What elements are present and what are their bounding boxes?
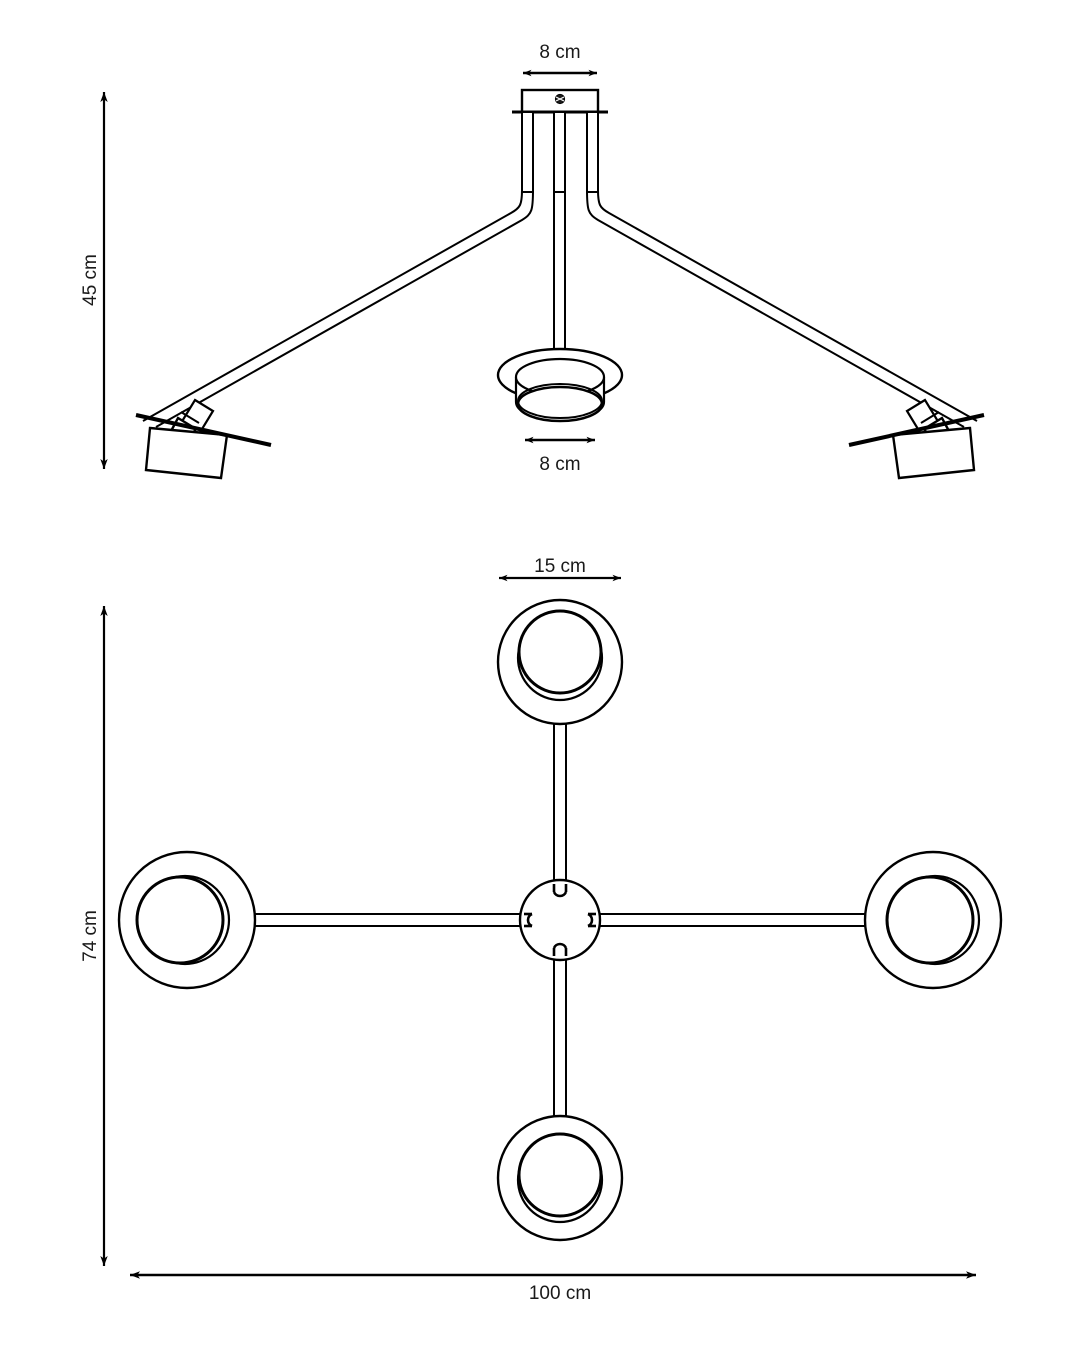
dimension-label-shade-diameter-top: 15 cm bbox=[534, 556, 586, 577]
plan-lamp-bottom bbox=[496, 1114, 624, 1242]
dimension-overall-depth: 74 cm bbox=[80, 606, 108, 1266]
elevation-view: 8 cm 45 cm bbox=[80, 42, 985, 480]
lamp-top-inner-ring bbox=[517, 609, 603, 695]
dimension-canopy-width: 8 cm bbox=[523, 42, 597, 77]
dimension-label-overall-height: 45 cm bbox=[80, 254, 101, 306]
canopy-plate bbox=[512, 88, 608, 114]
dimension-label-overall-width: 100 cm bbox=[529, 1283, 591, 1304]
lamp-shade-right bbox=[891, 426, 976, 480]
light-plane-left bbox=[135, 413, 272, 447]
arm-left-collar-line bbox=[180, 411, 200, 424]
arm-right-inner-edge bbox=[586, 189, 965, 428]
arm-left-inner-edge bbox=[155, 189, 534, 428]
plan-lamp-right bbox=[863, 850, 1003, 990]
center-shade-rim-outer bbox=[516, 385, 604, 423]
dimension-label-shade-diameter-side: 8 cm bbox=[539, 454, 580, 475]
canopy-screw-slot bbox=[555, 96, 565, 102]
light-plane-right bbox=[848, 413, 985, 447]
lamp-bottom-inner-ring bbox=[517, 1132, 603, 1218]
arm-left-outer-edge bbox=[142, 189, 523, 422]
plan-view: 15 cm 74 cm 100 cm bbox=[80, 556, 1003, 1304]
lamp-shade-left bbox=[144, 426, 229, 480]
plan-lamp-left bbox=[117, 850, 257, 990]
hub-port-top bbox=[552, 891, 568, 898]
arm-right-outer-edge bbox=[597, 189, 978, 422]
dimension-shade-diameter-top: 15 cm bbox=[499, 556, 621, 582]
arm-left-riser bbox=[521, 111, 534, 193]
plan-lamp-top bbox=[496, 598, 624, 726]
center-shade-rim-inner bbox=[517, 383, 603, 419]
arm-right-elevation bbox=[586, 111, 985, 480]
hub-port-bottom bbox=[552, 942, 568, 949]
dimension-label-canopy-width: 8 cm bbox=[539, 42, 580, 63]
arm-right-riser bbox=[586, 111, 599, 193]
dimension-overall-width: 100 cm bbox=[130, 1271, 976, 1304]
lamp-right-inner-ring bbox=[885, 875, 975, 965]
dimension-label-overall-depth: 74 cm bbox=[80, 910, 101, 962]
dimension-shade-diameter-side: 8 cm bbox=[525, 436, 595, 475]
arm-left-elevation bbox=[135, 111, 534, 480]
hub-circle bbox=[518, 878, 602, 962]
center-riser bbox=[553, 111, 566, 193]
dimension-overall-height: 45 cm bbox=[80, 92, 108, 469]
arm-right-collar-line bbox=[920, 411, 940, 424]
lamp-left-inner-ring bbox=[135, 875, 225, 965]
center-pendant-elevation bbox=[496, 111, 624, 423]
plan-central-hub bbox=[518, 878, 602, 962]
